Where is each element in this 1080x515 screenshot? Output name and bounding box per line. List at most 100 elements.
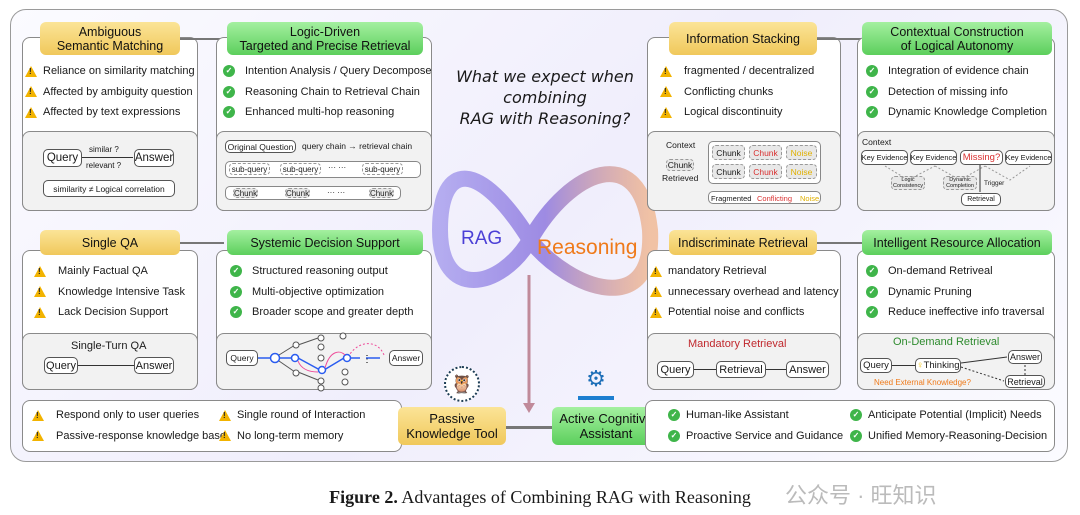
item-text: Reliance on similarity matching bbox=[43, 65, 195, 78]
dashed-arrow bbox=[984, 165, 1031, 181]
backtrack-arrow bbox=[324, 351, 346, 369]
chain-label: query chain → retrieval chain bbox=[302, 141, 413, 151]
item-text: Affected by text expressions bbox=[43, 106, 181, 119]
passive-to-active-arrow bbox=[506, 426, 552, 429]
graph-node bbox=[317, 377, 325, 385]
single-turn-label: Single-Turn QA bbox=[71, 340, 147, 352]
header-line: Contextual Construction bbox=[890, 24, 1024, 39]
similarity-note: similarity ≠ Logical correlation bbox=[43, 180, 175, 197]
header-contextual-construction: Contextual Construction of Logical Auton… bbox=[862, 22, 1052, 55]
check-icon: ✓ bbox=[866, 285, 878, 298]
item-text: fragmented / decentralized bbox=[684, 65, 815, 78]
passive-items-left: Respond only to user queries Passive-res… bbox=[32, 405, 226, 446]
list-item: unnecessary overhead and latency bbox=[650, 282, 839, 303]
chunk-row bbox=[225, 186, 401, 200]
thinking-box: ♀Thinking bbox=[915, 358, 961, 373]
transition-arrow bbox=[817, 242, 867, 244]
list-item: ✓Unified Memory-Reasoning-Decision bbox=[850, 426, 1047, 447]
intelligent-items: ✓On-demand Retriveal ✓Dynamic Pruning ✓R… bbox=[866, 261, 1044, 323]
list-item: ✓Dynamic Knowledge Completion bbox=[866, 102, 1047, 123]
check-icon: ✓ bbox=[850, 409, 862, 422]
semantic-diagram bbox=[22, 131, 198, 211]
graph-node bbox=[292, 341, 300, 349]
retrieval-box: Retrieval bbox=[1005, 375, 1045, 388]
label-line: Consistency bbox=[893, 183, 923, 189]
noise-box: Noise bbox=[786, 145, 817, 160]
item-text: Integration of evidence chain bbox=[888, 65, 1029, 78]
check-icon: ✓ bbox=[668, 409, 680, 422]
list-item: Logical discontinuity bbox=[660, 102, 814, 123]
list-item: ✓ Intention Analysis / Query Decompose bbox=[223, 61, 431, 82]
query-box: Query bbox=[226, 350, 258, 366]
key-evidence-box: Key Evidence bbox=[910, 150, 957, 165]
item-text: Logical discontinuity bbox=[684, 106, 783, 119]
transition-arrow bbox=[180, 242, 224, 244]
list-item: Reliance on similarity matching bbox=[25, 61, 195, 82]
list-item: ✓ Anticipate Potential (Implicit) Needs bbox=[850, 405, 1047, 426]
item-text: Unified Memory-Reasoning-Decision bbox=[868, 429, 1048, 442]
question-line-3: RAG with Reasoning? bbox=[459, 109, 631, 128]
trigger-label: Trigger bbox=[984, 180, 1005, 187]
list-item: Lack Decision Support bbox=[34, 302, 185, 323]
query-answer-arrow bbox=[78, 365, 134, 366]
need-knowledge-label: Need External Knowledge? bbox=[874, 378, 971, 387]
graph-node bbox=[339, 332, 347, 340]
active-items-right: ✓ Anticipate Potential (Implicit) Needs ✓… bbox=[850, 405, 1047, 446]
query-box: Query bbox=[657, 361, 694, 378]
contextual-items: ✓ Integration of evidence chain ✓Detectio… bbox=[866, 61, 1047, 123]
check-icon: ✓ bbox=[223, 65, 235, 78]
missing-box: Missing? bbox=[960, 150, 1003, 165]
item-text: Intention Analysis / Query Decompose bbox=[245, 65, 432, 78]
chunk-box: Chunk bbox=[233, 188, 258, 198]
down-arrow-head bbox=[523, 403, 535, 413]
warning-icon bbox=[660, 65, 672, 77]
backtrack-arrow bbox=[297, 360, 319, 373]
header-line: Passive bbox=[429, 411, 475, 426]
header-information-stacking: Information Stacking bbox=[669, 22, 817, 55]
graph-node bbox=[317, 365, 327, 375]
passive-traits-panel bbox=[22, 400, 402, 452]
retrieved-label: Retrieved bbox=[662, 173, 699, 183]
header-line: Single QA bbox=[81, 235, 139, 250]
graph-node bbox=[317, 354, 325, 362]
list-item: ✓Enhanced multi-hop reasoning bbox=[223, 102, 431, 123]
warning-icon bbox=[32, 430, 44, 442]
indiscriminate-items: mandatory Retrieval unnecessary overhead… bbox=[650, 261, 839, 323]
transition-arrow bbox=[817, 38, 867, 40]
list-item: ✓Detection of missing info bbox=[866, 82, 1047, 103]
logic-arrow bbox=[884, 165, 936, 181]
dynamic-arrow bbox=[934, 165, 986, 181]
similar-label: similar ? bbox=[89, 145, 119, 154]
warning-icon bbox=[25, 86, 37, 98]
logic-items: ✓Intention Analysis / Query Decompose ✓R… bbox=[223, 61, 431, 123]
check-icon: ✓ bbox=[866, 85, 878, 98]
label-line: Completion bbox=[946, 183, 974, 189]
brain-gear-icon: ⚙ bbox=[578, 362, 614, 400]
graph-node bbox=[317, 384, 325, 392]
relevant-label: relevant ? bbox=[86, 161, 122, 170]
item-text: Reduce ineffective info traversal bbox=[888, 306, 1045, 319]
check-icon: ✓ bbox=[230, 306, 242, 319]
item-text: Single round of Interaction bbox=[237, 409, 366, 422]
list-item: Knowledge Intensive Task bbox=[34, 282, 185, 303]
ellipsis-vertical: ⋮ bbox=[362, 354, 372, 365]
list-item: Affected by ambiguity question bbox=[25, 82, 195, 103]
header-line: Active Cognitive bbox=[559, 411, 653, 426]
item-text: Anticipate Potential (Implicit) Needs bbox=[868, 409, 1042, 422]
reasoning-label: Reasoning bbox=[537, 236, 638, 259]
fragmented-label: Fragmented bbox=[711, 194, 752, 203]
query-box: Query bbox=[43, 149, 82, 167]
conflicting-chunk-box: Chunk bbox=[749, 145, 782, 160]
list-item: ✓Structured reasoning output bbox=[230, 261, 413, 282]
chunk-box: Chunk bbox=[285, 188, 310, 198]
noise-box: Noise bbox=[786, 164, 817, 179]
graph-edge bbox=[323, 357, 345, 371]
answer-box: Answer bbox=[786, 361, 829, 378]
graph-node bbox=[317, 343, 325, 351]
question-line-1: What we expect when bbox=[456, 67, 634, 86]
question-line-2: combining bbox=[503, 88, 587, 107]
noise-label: Noise bbox=[800, 194, 820, 203]
item-text: Proactive Service and Guidance bbox=[686, 429, 844, 442]
chunk-box: Chunk bbox=[712, 145, 745, 160]
